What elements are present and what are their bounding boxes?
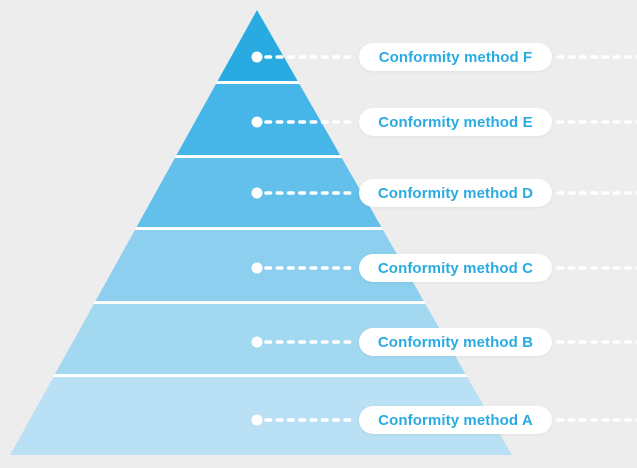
label-pill-conformity-method-f: Conformity method F [359, 43, 552, 71]
label-pill-conformity-method-b: Conformity method B [359, 328, 552, 356]
connectors [251, 51, 637, 426]
label-pill-conformity-method-d: Conformity method D [359, 179, 552, 207]
connector-dot [251, 51, 263, 63]
label-pill-conformity-method-e: Conformity method E [359, 108, 552, 136]
label-pill-conformity-method-c: Conformity method C [359, 254, 552, 282]
connector-dot [251, 262, 263, 274]
connector-dot [251, 336, 263, 348]
label-pill-conformity-method-a: Conformity method A [359, 406, 552, 434]
connector-dot [251, 116, 263, 128]
connector-dot [251, 414, 263, 426]
connector-dot [251, 187, 263, 199]
